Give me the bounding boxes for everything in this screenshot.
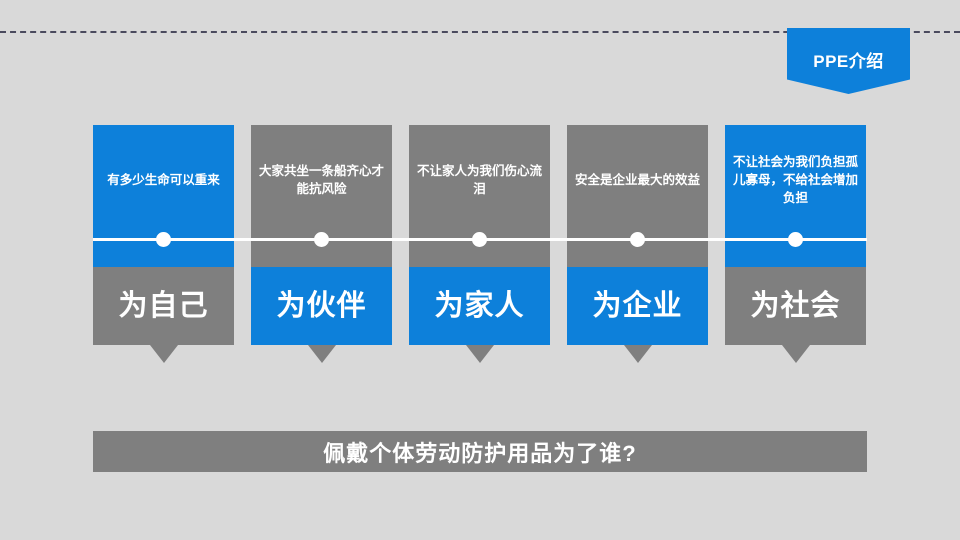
card-2-pointer-icon xyxy=(307,345,336,363)
card-2-title: 为伙伴 xyxy=(276,289,367,322)
card-4-caption: 安全是企业最大的效益 xyxy=(574,172,700,187)
card-5-body: 不让社会为我们负担孤儿寡母，不给社会增加负担 为社会 xyxy=(725,125,866,345)
banner-label: PPE介绍 xyxy=(813,52,884,71)
card-1-title-panel: 为自己 xyxy=(93,267,234,345)
card-5-title-panel: 为社会 xyxy=(725,267,866,345)
card-2-body: 大家共坐一条船齐心才能抗风险 为伙伴 xyxy=(251,125,392,345)
card-4-title: 为企业 xyxy=(592,289,683,322)
card-4-caption-panel: 安全是企业最大的效益 xyxy=(567,125,708,267)
card-3-title-panel: 为家人 xyxy=(409,267,550,345)
card-row: 有多少生命可以重来 为自己 大家共坐一条船齐心才能抗风险 为伙伴 xyxy=(93,125,867,365)
card-2-caption: 大家共坐一条船齐心才能抗风险 xyxy=(258,163,384,196)
card-3-title: 为家人 xyxy=(434,289,525,322)
timeline-dot-1 xyxy=(156,232,171,247)
timeline-dot-2 xyxy=(314,232,329,247)
card-5[interactable]: 不让社会为我们负担孤儿寡母，不给社会增加负担 为社会 xyxy=(725,125,866,363)
card-1-caption: 有多少生命可以重来 xyxy=(107,172,220,187)
timeline-dot-3 xyxy=(472,232,487,247)
top-dashed-divider xyxy=(0,31,960,33)
card-5-caption: 不让社会为我们负担孤儿寡母，不给社会增加负担 xyxy=(732,154,858,206)
card-3-pointer-icon xyxy=(465,345,494,363)
card-1-pointer-icon xyxy=(149,345,178,363)
card-1-title: 为自己 xyxy=(118,289,209,322)
card-5-title: 为社会 xyxy=(750,289,841,322)
card-4-pointer-icon xyxy=(623,345,652,363)
bottom-caption-label: 佩戴个体劳动防护用品为了谁? xyxy=(323,440,637,466)
corner-banner: PPE介绍 xyxy=(787,28,910,94)
card-3-caption: 不让家人为我们伤心流泪 xyxy=(416,163,542,196)
card-5-pointer-icon xyxy=(781,345,810,363)
card-4-title-panel: 为企业 xyxy=(567,267,708,345)
card-2[interactable]: 大家共坐一条船齐心才能抗风险 为伙伴 xyxy=(251,125,392,363)
card-2-title-panel: 为伙伴 xyxy=(251,267,392,345)
bottom-caption-bar: 佩戴个体劳动防护用品为了谁? xyxy=(93,431,867,472)
card-4[interactable]: 安全是企业最大的效益 为企业 xyxy=(567,125,708,363)
timeline-dot-5 xyxy=(788,232,803,247)
timeline-dot-4 xyxy=(630,232,645,247)
card-4-body: 安全是企业最大的效益 为企业 xyxy=(567,125,708,345)
